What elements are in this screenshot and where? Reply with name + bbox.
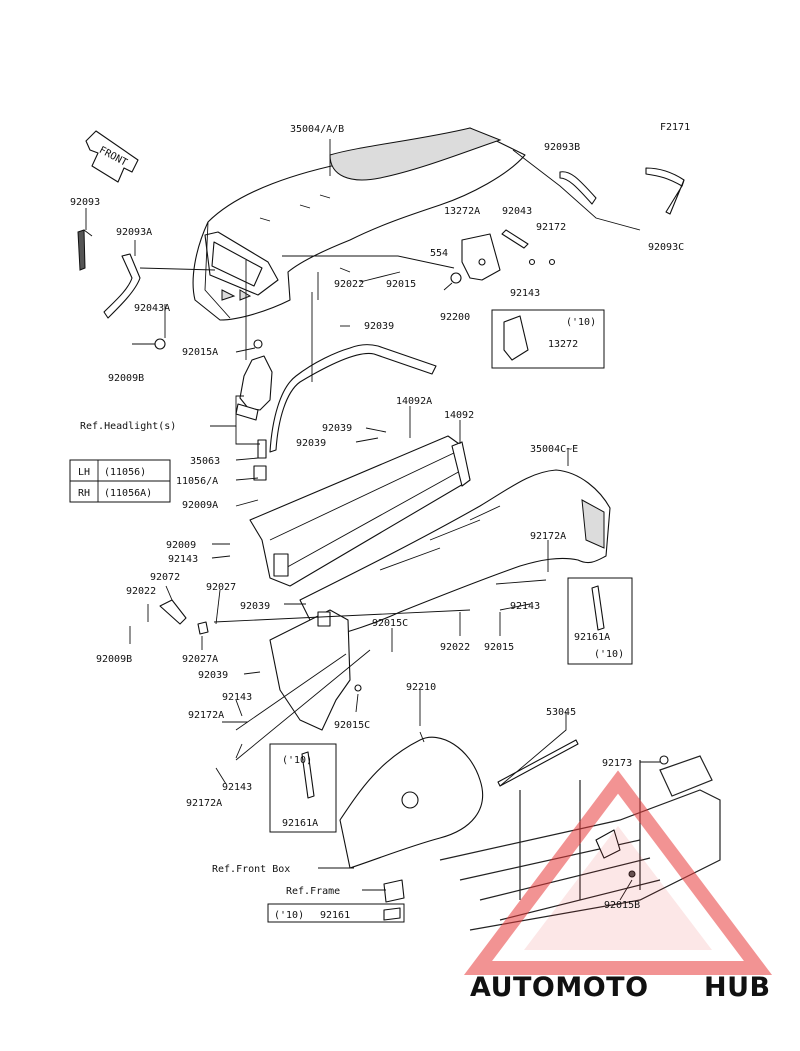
lhrh-side-0: LH bbox=[78, 467, 90, 478]
label-35004ab: 35004/A/B bbox=[290, 124, 344, 135]
watermark-text-part1: AUTOMOTO bbox=[470, 972, 649, 1003]
label-92022-l: 92022 bbox=[126, 586, 156, 597]
weatherstrip-parts bbox=[77, 167, 685, 319]
part-labels: F2171 35004/A/B 92093B 92093 92093A 1327… bbox=[70, 122, 690, 921]
label-92143-r: 92143 bbox=[510, 601, 540, 612]
label-92027: 92027 bbox=[206, 582, 236, 593]
label-92015c-b: 92015C bbox=[334, 720, 370, 731]
label-92172: 92172 bbox=[536, 222, 566, 233]
lh-rh-table: LH (11056) RH (11056A) bbox=[69, 459, 171, 503]
label-92039-d: 92039 bbox=[240, 601, 270, 612]
frame-structure bbox=[383, 739, 721, 931]
label-92022-top: 92022 bbox=[334, 279, 364, 290]
upper-fender-part bbox=[192, 127, 526, 321]
leader-lines bbox=[85, 139, 660, 901]
label-35004ce: 35004C~E bbox=[530, 444, 578, 455]
guard-14092 bbox=[249, 435, 471, 587]
label-92161a-b: 92161A bbox=[282, 818, 318, 829]
label-92015-m: 92015 bbox=[484, 642, 514, 653]
label-10-r: ('10) bbox=[594, 649, 624, 660]
label-13272a: 13272A bbox=[444, 206, 480, 217]
label-554: 554 bbox=[430, 248, 448, 259]
label-92172a-b2: 92172A bbox=[186, 798, 222, 809]
headlight-bracket bbox=[132, 338, 437, 481]
label-53045: 53045 bbox=[546, 707, 576, 718]
label-35063: 35063 bbox=[190, 456, 220, 467]
label-92039-c: 92039 bbox=[296, 438, 326, 449]
label-92143-b2: 92143 bbox=[222, 782, 252, 793]
label-13272: 13272 bbox=[548, 339, 578, 350]
label-92210: 92210 bbox=[406, 682, 436, 693]
label-92093b: 92093B bbox=[544, 142, 580, 153]
label-ref-front-box: Ref.Front Box bbox=[212, 864, 290, 875]
label-92093: 92093 bbox=[70, 197, 100, 208]
label-92143-l: 92143 bbox=[168, 554, 198, 565]
label-92015a: 92015A bbox=[182, 347, 218, 358]
label-14092a: 14092A bbox=[396, 396, 432, 407]
label-92093a: 92093A bbox=[116, 227, 152, 238]
label-92027a: 92027A bbox=[182, 654, 218, 665]
label-92143-b1: 92143 bbox=[222, 692, 252, 703]
label-92009: 92009 bbox=[166, 540, 196, 551]
label-92039-a: 92039 bbox=[364, 321, 394, 332]
label-92022-m: 92022 bbox=[440, 642, 470, 653]
label-10-bottom: ('10) bbox=[274, 910, 304, 921]
label-10-b: ('10) bbox=[282, 755, 312, 766]
label-92039-b: 92039 bbox=[322, 423, 352, 434]
lhrh-part-0: (11056) bbox=[104, 467, 146, 478]
inner-panel-left bbox=[159, 599, 362, 731]
label-ref-headlight: Ref.Headlight(s) bbox=[80, 421, 176, 432]
label-92161-bottom: 92161 bbox=[320, 910, 350, 921]
watermark: AUTOMOTO HUB bbox=[463, 770, 773, 1003]
label-92072: 92072 bbox=[150, 572, 180, 583]
label-92039-e: 92039 bbox=[198, 670, 228, 681]
lower-fender-part bbox=[299, 469, 611, 641]
label-92172a-b1: 92172A bbox=[188, 710, 224, 721]
label-92143-top: 92143 bbox=[510, 288, 540, 299]
label-92173: 92173 bbox=[602, 758, 632, 769]
label-92043: 92043 bbox=[502, 206, 532, 217]
label-92093c: 92093C bbox=[648, 242, 684, 253]
watermark-triangle bbox=[463, 770, 773, 975]
label-92009b-top: 92009B bbox=[108, 373, 144, 384]
label-11056a: 11056/A bbox=[176, 476, 218, 487]
bracket-13272a bbox=[443, 229, 556, 291]
inset-13272 bbox=[491, 309, 605, 369]
label-92172a-r: 92172A bbox=[530, 531, 566, 542]
lhrh-side-1: RH bbox=[78, 488, 90, 499]
label-ref-frame: Ref.Frame bbox=[286, 886, 340, 897]
label-92009a: 92009A bbox=[182, 500, 218, 511]
label-92015-top: 92015 bbox=[386, 279, 416, 290]
label-92009b-l: 92009B bbox=[96, 654, 132, 665]
figure-code: F2171 bbox=[660, 122, 690, 133]
label-92015b: 92015B bbox=[604, 900, 640, 911]
label-92161a-r: 92161A bbox=[574, 632, 610, 643]
watermark-text-part2: HUB bbox=[704, 972, 771, 1003]
front-arrow: FRONT bbox=[85, 130, 139, 183]
label-92043a: 92043A bbox=[134, 303, 170, 314]
side-panel-92210 bbox=[339, 731, 484, 869]
lhrh-part-1: (11056A) bbox=[104, 488, 152, 499]
label-10-top: ('10) bbox=[566, 317, 596, 328]
label-92200: 92200 bbox=[440, 312, 470, 323]
label-14092: 14092 bbox=[444, 410, 474, 421]
inset-boxes bbox=[267, 577, 633, 923]
label-92015c-top: 92015C bbox=[372, 618, 408, 629]
